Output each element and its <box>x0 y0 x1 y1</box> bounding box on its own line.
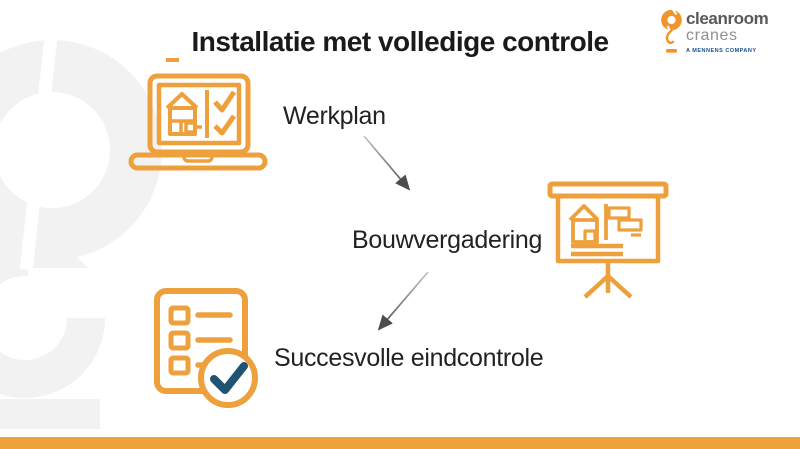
logo-tagline: A MENNENS COMPANY <box>686 48 757 54</box>
logo-wordmark: cleanroom cranes A MENNENS COMPANY <box>686 9 769 55</box>
checklist-check-icon <box>154 288 258 408</box>
presentation-board-icon <box>547 181 669 299</box>
step-label-succesvolle-eindcontrole: Succesvolle eindcontrole <box>274 344 544 372</box>
bottom-accent-bar <box>0 437 800 449</box>
logo-name-cranes: cranes <box>686 27 738 44</box>
step-label-bouwvergadering: Bouwvergadering <box>352 226 543 254</box>
cleanroom-cranes-logo-icon <box>661 9 682 53</box>
logo-name-cleanroom: cleanroom <box>686 9 769 28</box>
title-underline <box>166 58 179 62</box>
laptop-checklist-icon <box>128 73 268 171</box>
step-label-werkplan: Werkplan <box>283 102 386 130</box>
arrow-bouwvergadering-to-eindcontrole <box>377 271 429 331</box>
arrow-werkplan-to-bouwvergadering <box>363 135 411 191</box>
page-title: Installatie met volledige controle <box>191 26 609 57</box>
